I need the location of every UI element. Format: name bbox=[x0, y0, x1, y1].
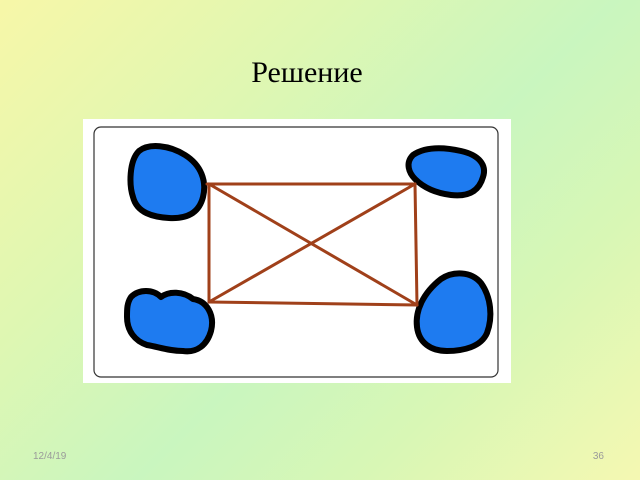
line-bottom-edge bbox=[207, 300, 419, 307]
line-right-edge bbox=[413, 182, 419, 307]
lake-bottom-left bbox=[124, 288, 215, 355]
page-number: 36 bbox=[592, 451, 604, 462]
slide-title: Решение bbox=[251, 56, 363, 89]
lake-top-left bbox=[127, 143, 208, 222]
footer-date: 12/4/19 bbox=[33, 451, 67, 462]
solution-diagram bbox=[93, 126, 499, 378]
line-diagonal-2 bbox=[207, 182, 417, 304]
solution-picture bbox=[83, 119, 511, 383]
lake-top-right bbox=[405, 145, 487, 199]
lake-bottom-right bbox=[413, 270, 494, 354]
line-diagonal-1 bbox=[207, 182, 419, 307]
